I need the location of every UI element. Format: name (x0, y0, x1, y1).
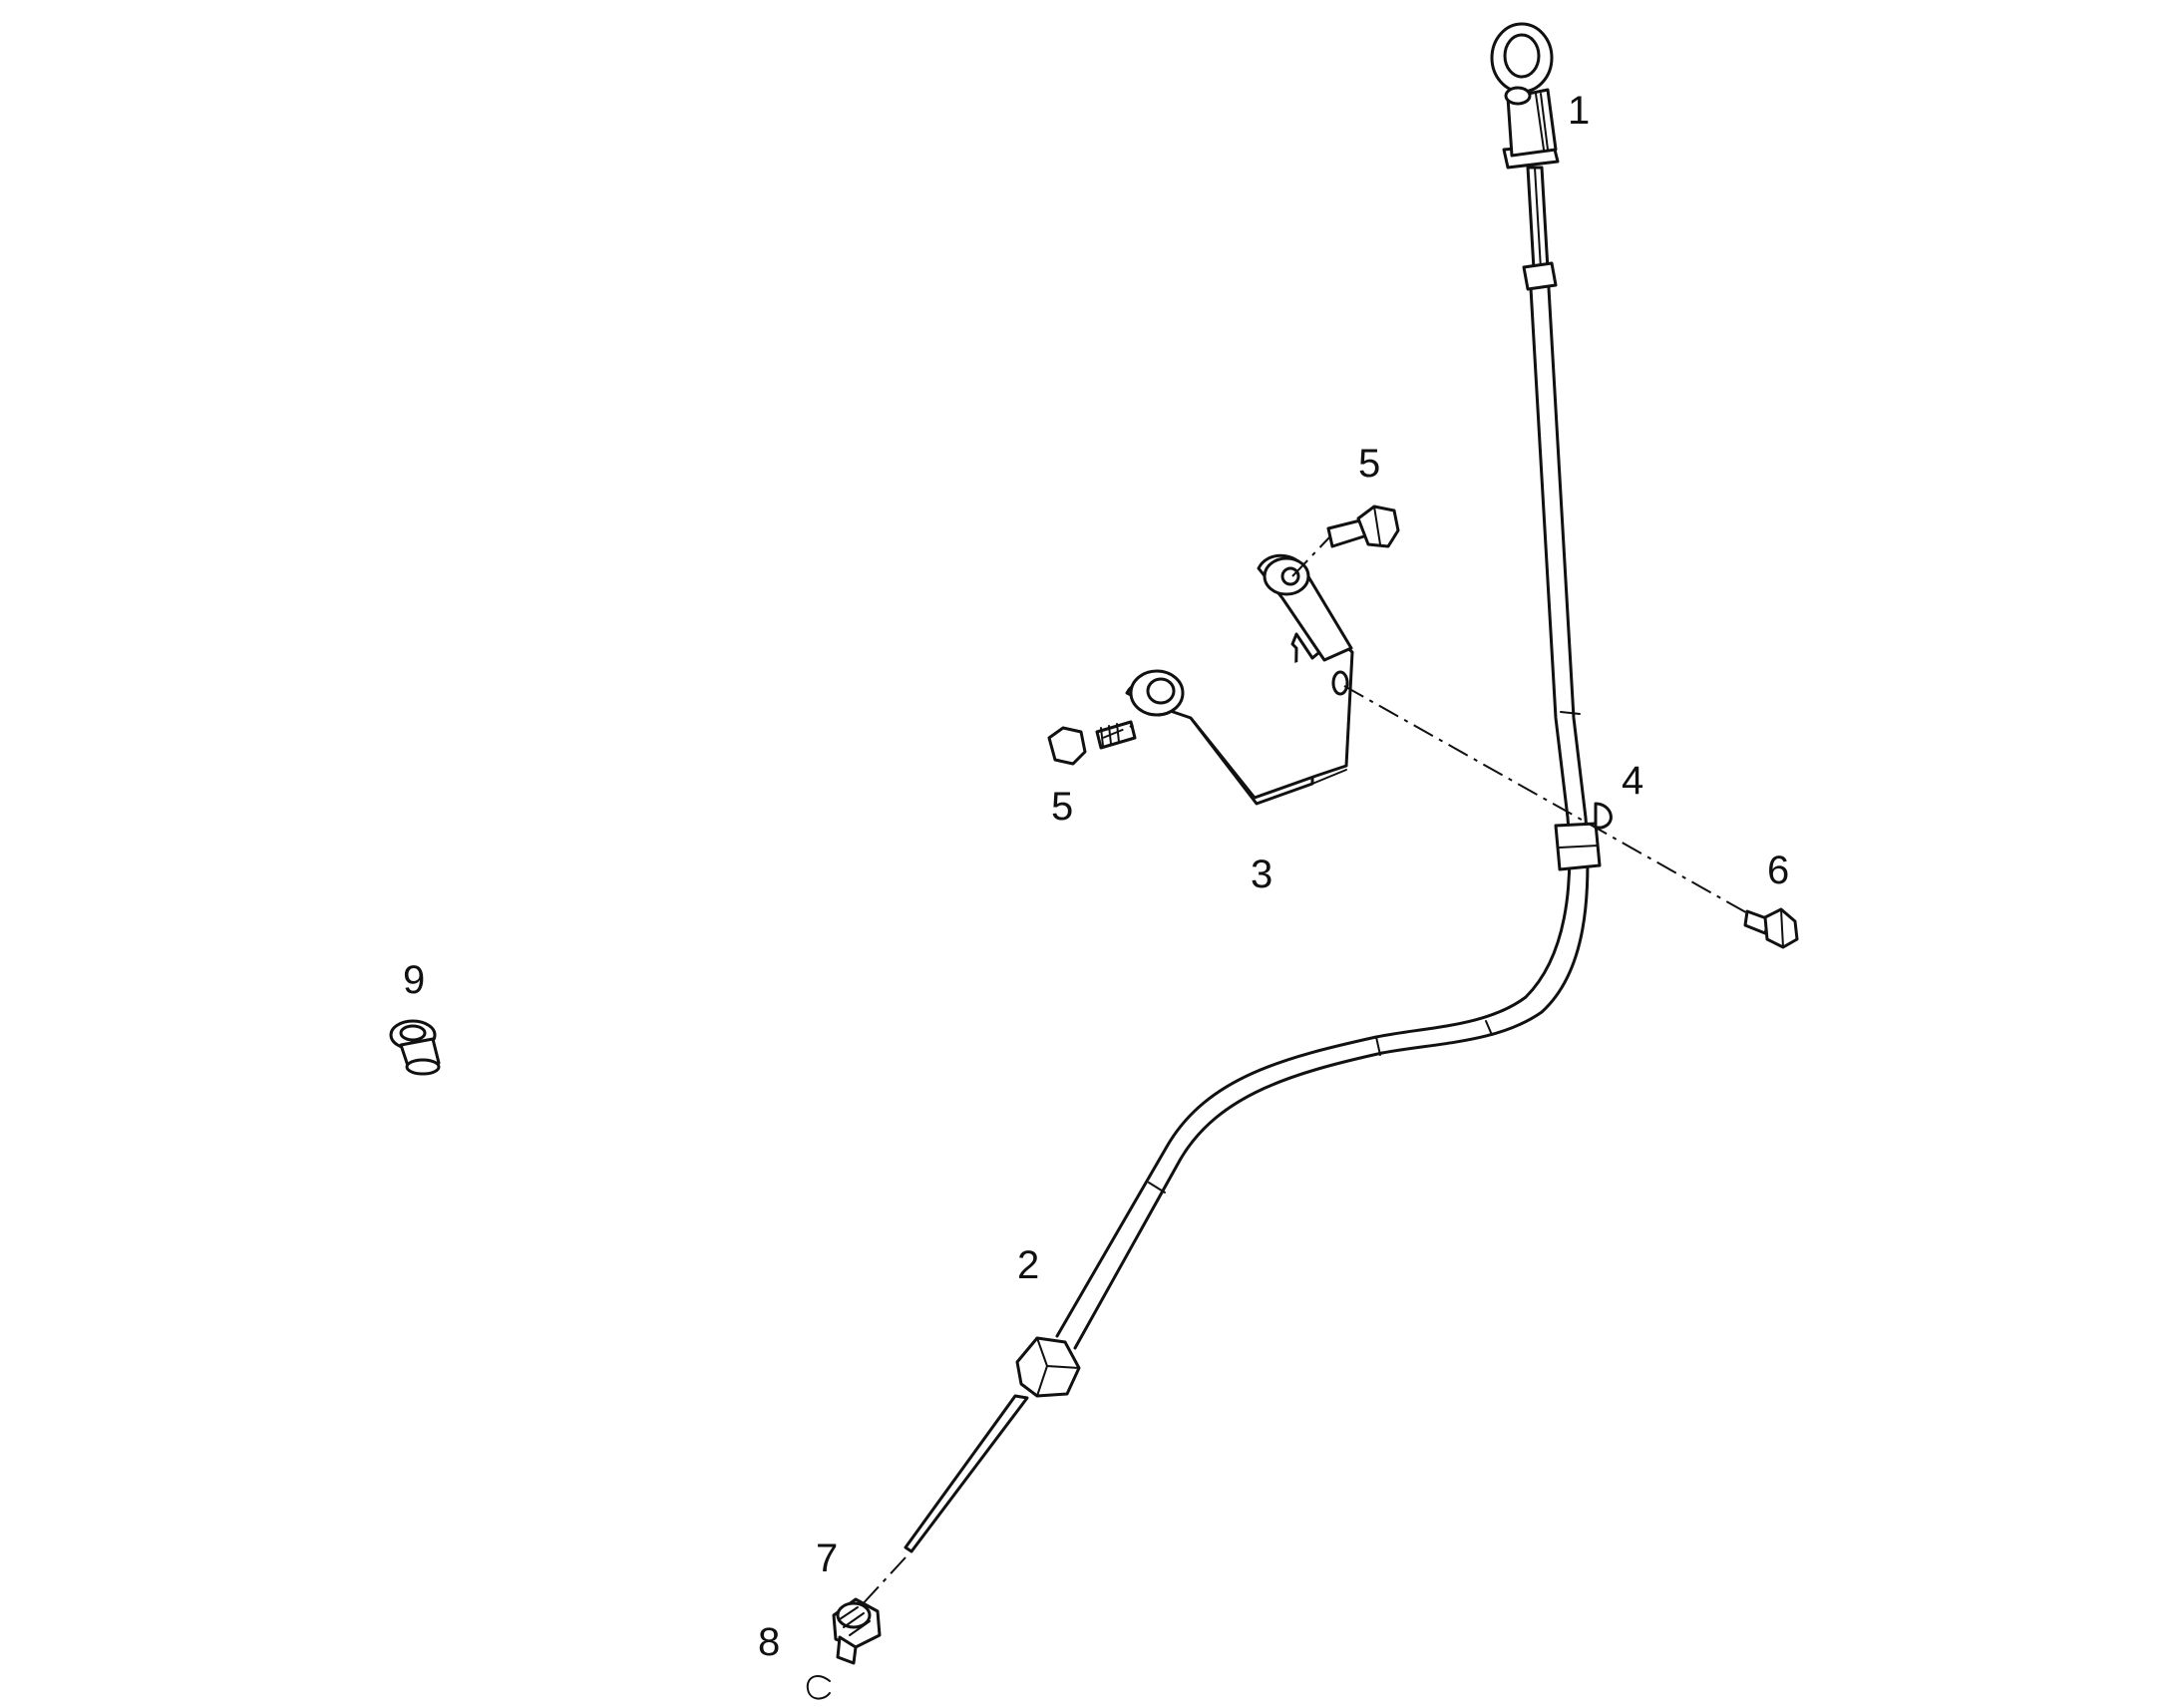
centerline-bolt-lower (1102, 723, 1138, 739)
part-1-dipstick[interactable] (1490, 22, 1560, 271)
callout-2: 2 (1017, 1243, 1039, 1287)
part-9-plug[interactable] (389, 1019, 441, 1076)
callout-1: 1 (1568, 89, 1590, 133)
part-7-fitting[interactable] (832, 1597, 882, 1665)
part-4-clamp[interactable] (1554, 802, 1613, 871)
part-8-o-ring[interactable] (806, 1674, 831, 1700)
callout-6: 6 (1767, 849, 1789, 892)
callout-3: 3 (1251, 853, 1272, 896)
part-6-bolt[interactable] (1743, 907, 1799, 949)
callout-4: 4 (1622, 759, 1643, 803)
callout-8: 8 (758, 1620, 780, 1664)
part-5-bolt-lower[interactable] (1047, 720, 1137, 766)
part-3-bracket[interactable] (1125, 553, 1354, 806)
part-5-bolt-upper[interactable] (1326, 505, 1400, 548)
callout-5-upper: 5 (1358, 442, 1380, 486)
callout-5-lower: 5 (1051, 785, 1073, 829)
centerline-bolt-upper (1291, 535, 1331, 577)
callout-7: 7 (816, 1537, 838, 1580)
centerline-bracket-to-bolt-6 (1343, 685, 1752, 916)
centerline-fitting (859, 1556, 907, 1608)
callout-9: 9 (403, 958, 425, 1002)
part-2-dipstick-tube[interactable] (904, 261, 1590, 1553)
